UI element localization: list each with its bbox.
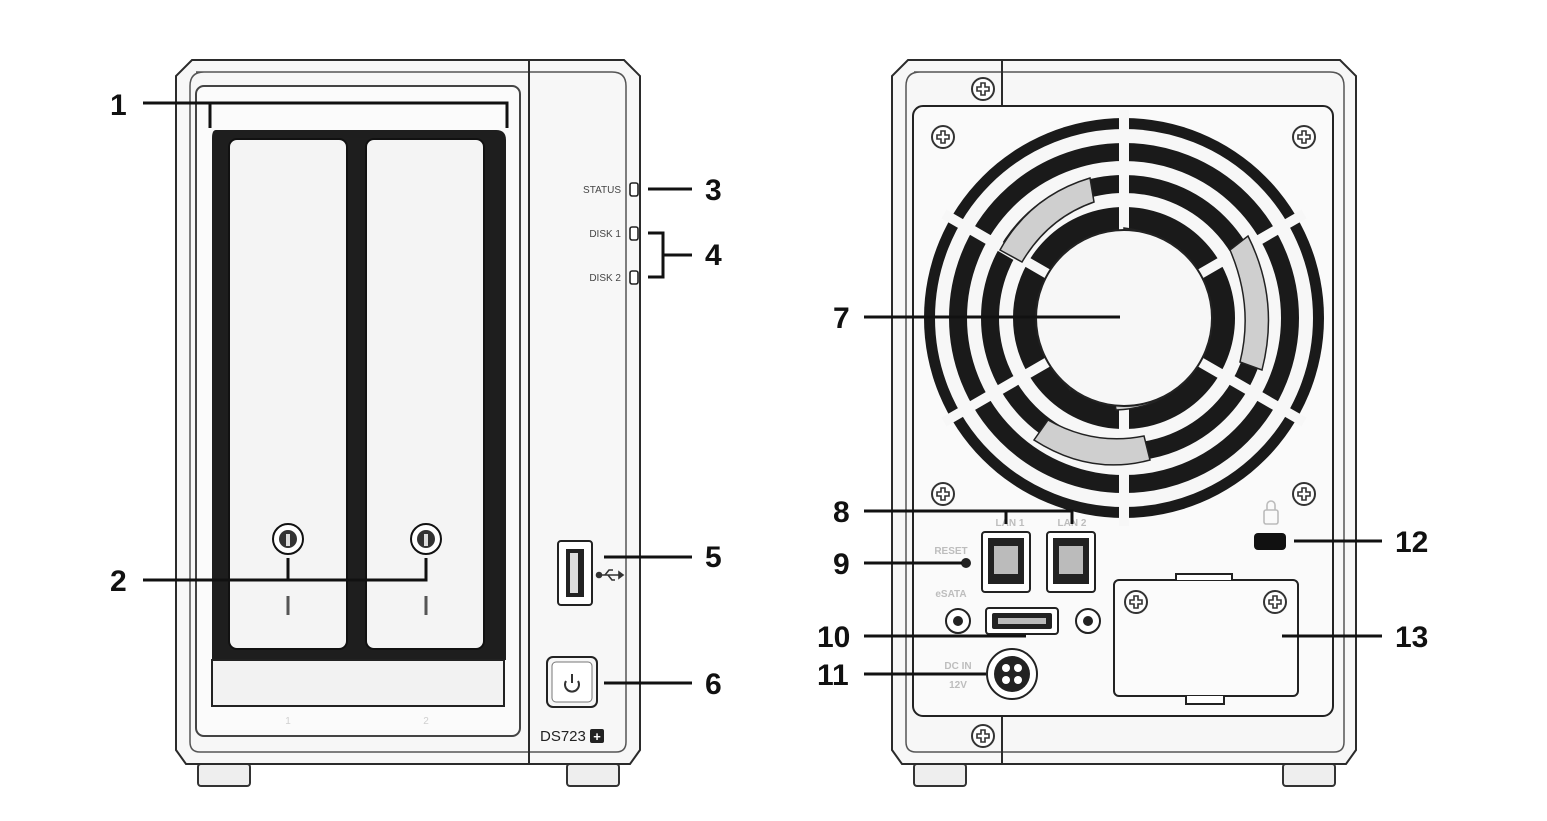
tray-lock-1[interactable] xyxy=(272,523,304,555)
callout-11: 11 xyxy=(817,659,849,692)
callout-6: 6 xyxy=(705,668,722,701)
usb-port[interactable] xyxy=(557,540,593,606)
power-button[interactable] xyxy=(546,656,598,708)
screw-icon xyxy=(931,482,955,506)
model-label: DS723 xyxy=(540,728,586,745)
rear-foot-right xyxy=(1282,763,1336,787)
callout-lines xyxy=(143,101,1382,685)
expansion-cover[interactable] xyxy=(1113,573,1299,705)
mount-hole-left xyxy=(945,608,971,634)
mount-hole-right xyxy=(1075,608,1101,634)
model-badge xyxy=(590,729,604,743)
rear-view: LAN 1 LAN 2 RESET eSATA xyxy=(891,59,1357,787)
voltage-label: 12V xyxy=(949,680,967,691)
disk2-led xyxy=(629,270,639,285)
drive-tray-1[interactable] xyxy=(228,138,348,650)
screw-icon xyxy=(931,125,955,149)
screw-icon xyxy=(971,724,995,748)
callout-10: 10 xyxy=(817,621,850,654)
bay-number-2: 2 xyxy=(423,716,429,727)
callout-7: 7 xyxy=(833,302,850,335)
status-led-label: STATUS xyxy=(583,185,621,196)
front-view: 1 2 STATUS DISK 1 DISK 2 xyxy=(175,59,641,787)
screw-icon xyxy=(1263,590,1287,614)
cooling-fan xyxy=(924,110,1324,526)
callout-12: 12 xyxy=(1395,526,1428,559)
esata-port[interactable] xyxy=(985,607,1059,635)
bay-number-1: 1 xyxy=(285,716,291,727)
power-icon xyxy=(564,674,580,693)
security-slot[interactable] xyxy=(1254,533,1286,550)
disk1-led-label: DISK 1 xyxy=(589,229,621,240)
callout-8: 8 xyxy=(833,496,850,529)
callout-3: 3 xyxy=(705,174,722,207)
lan1-label: LAN 1 xyxy=(996,518,1025,529)
front-foot-right xyxy=(566,763,620,787)
callout-2: 2 xyxy=(110,565,127,598)
front-foot-left xyxy=(197,763,251,787)
lan-port-2[interactable] xyxy=(1046,531,1096,593)
usb-icon xyxy=(595,569,625,581)
reset-label: RESET xyxy=(934,546,967,557)
screw-icon xyxy=(1292,482,1316,506)
dc-in-label: DC IN xyxy=(944,661,971,672)
screw-icon xyxy=(971,77,995,101)
callout-13: 13 xyxy=(1395,621,1428,654)
tray-lock-2[interactable] xyxy=(410,523,442,555)
dc-power-port[interactable] xyxy=(986,648,1038,700)
disk2-led-label: DISK 2 xyxy=(589,273,621,284)
drive-tray-2[interactable] xyxy=(365,138,485,650)
reset-button[interactable] xyxy=(961,558,971,568)
kensington-lock-icon xyxy=(1263,500,1279,525)
rear-foot-left xyxy=(913,763,967,787)
callout-1: 1 xyxy=(110,89,127,122)
callout-9: 9 xyxy=(833,548,850,581)
esata-label: eSATA xyxy=(935,589,966,600)
lan-port-1[interactable] xyxy=(981,531,1031,593)
screw-icon xyxy=(1292,125,1316,149)
status-led xyxy=(629,182,639,197)
screw-icon xyxy=(1124,590,1148,614)
disk1-led xyxy=(629,226,639,241)
callout-5: 5 xyxy=(705,541,722,574)
callout-4: 4 xyxy=(705,239,722,272)
model-badge-symbol: + xyxy=(593,729,601,744)
